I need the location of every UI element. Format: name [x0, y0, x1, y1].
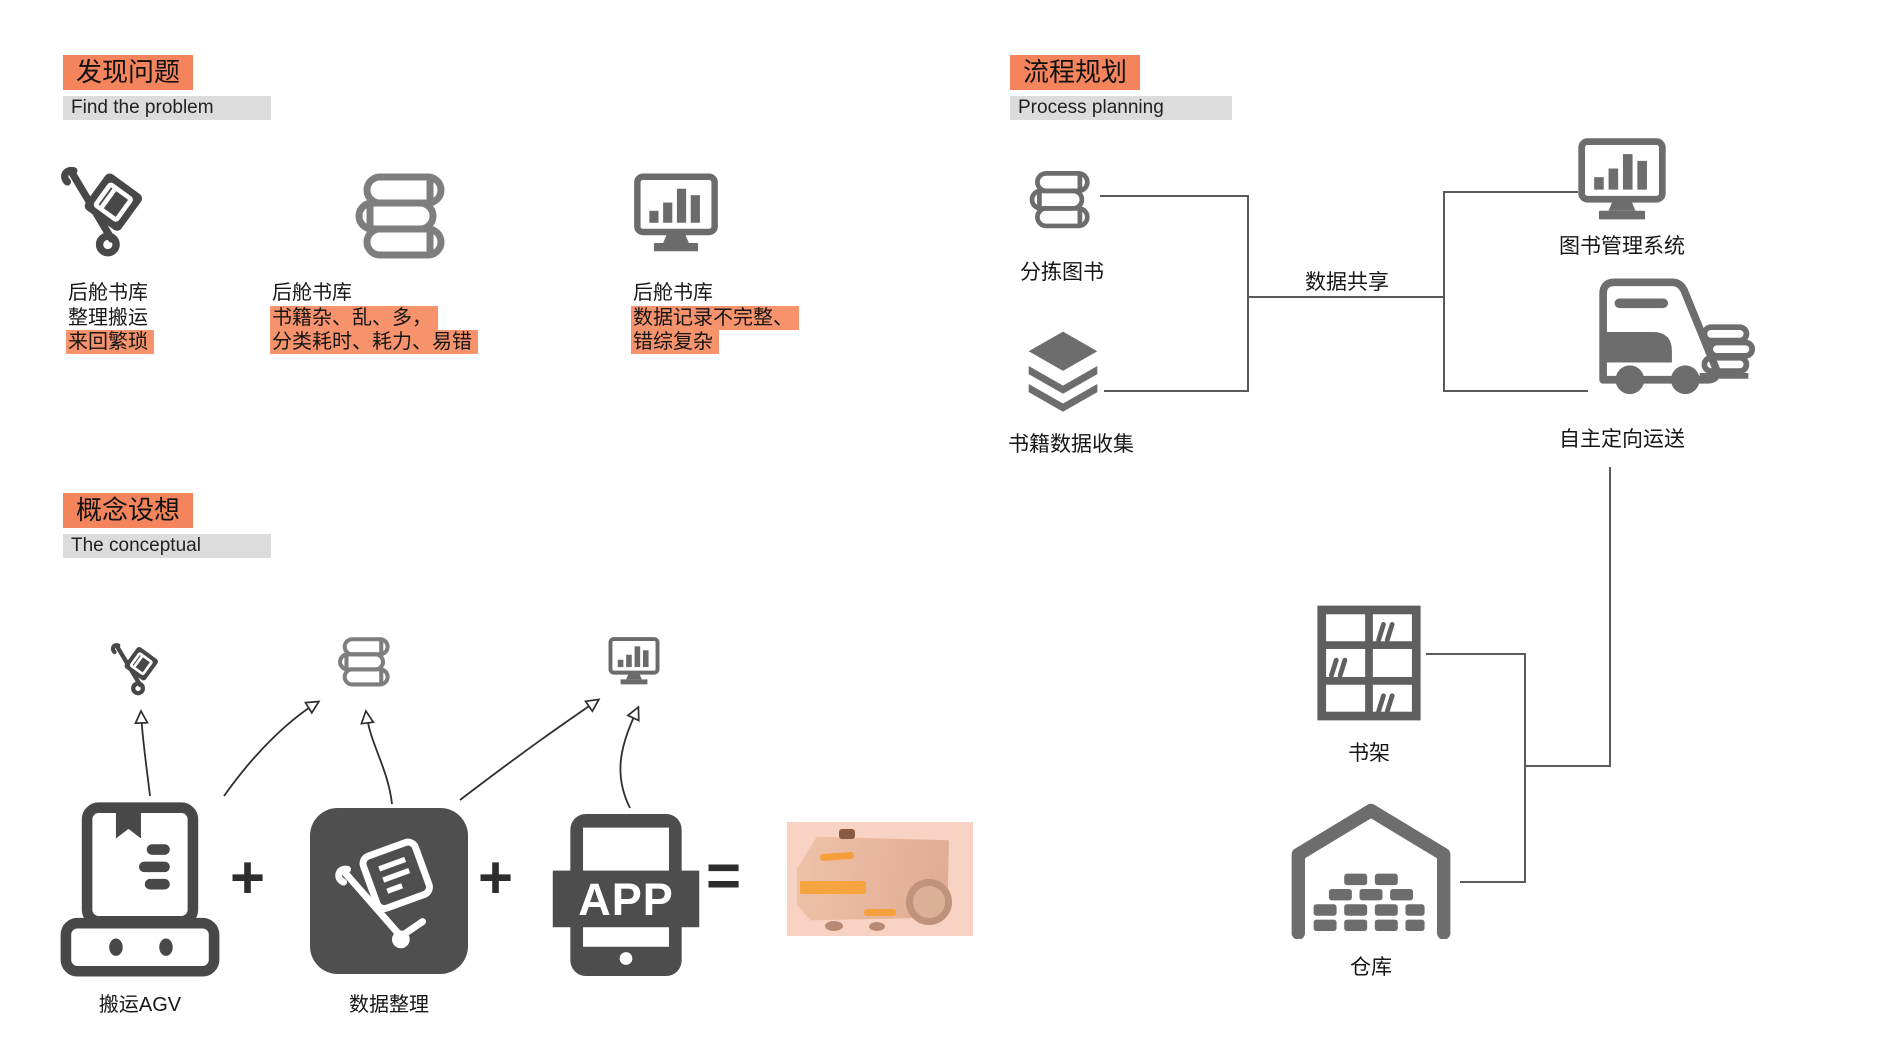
caption-line-highlighted: 分类耗时、耗力、易错	[270, 330, 478, 354]
robot-photo-wheel-small	[825, 921, 843, 931]
flow-line	[1524, 654, 1526, 883]
flow-line	[1443, 191, 1578, 193]
arrow-agv-to-books	[223, 700, 321, 797]
book-stack-small-icon	[336, 636, 394, 690]
arrow-agv-to-handtruck	[134, 709, 151, 797]
arrow-app-to-monitor	[619, 705, 640, 809]
caption-line-highlighted: 书籍杂、乱、多，	[270, 305, 438, 330]
caption-line: 后舱书库	[633, 282, 713, 304]
agv-label: 搬运AGV	[98, 994, 182, 1016]
flow-line	[1426, 653, 1526, 655]
library-system-monitor-icon	[1574, 136, 1670, 226]
flow-line	[1104, 390, 1249, 392]
caption-line: 整理搬运	[68, 306, 148, 329]
section-title-process: 流程规划	[1010, 55, 1141, 90]
data-sorting-label: 数据整理	[349, 994, 429, 1016]
section-subtitle-conceptual: The conceptual	[63, 534, 271, 558]
robot-photo-wheel-small	[869, 922, 885, 931]
problem-caption-3: 后舱书库 数据记录不完整、 错综复杂	[631, 281, 799, 355]
flow-line	[1247, 296, 1445, 298]
data-sorting-icon	[310, 808, 468, 974]
arrow-data-to-monitor	[459, 698, 601, 801]
book-sorting-icon	[1022, 170, 1100, 232]
plus-sign: +	[478, 844, 514, 911]
book-stack-icon	[352, 172, 452, 264]
agv-robot-icon	[58, 800, 222, 978]
hand-truck-small-icon	[110, 638, 164, 698]
label-warehouse: 仓库	[1350, 956, 1392, 979]
label-bookshelf: 书架	[1348, 742, 1390, 765]
section-title-conceptual: 概念设想	[63, 493, 194, 528]
problem-caption-2: 后舱书库 书籍杂、乱、多， 分类耗时、耗力、易错	[270, 281, 478, 355]
label-library-system: 图书管理系统	[1559, 235, 1685, 258]
problem-caption-1: 后舱书库 整理搬运 来回繁琐	[66, 281, 154, 355]
caption-line: 后舱书库	[68, 282, 148, 304]
transport-forklift-icon	[1584, 272, 1756, 412]
app-text: APP	[578, 874, 674, 925]
hand-truck-icon	[60, 158, 152, 261]
flow-line	[1247, 195, 1249, 392]
label-sort-books: 分拣图书	[1020, 261, 1104, 284]
flow-line	[1100, 195, 1249, 197]
label-auto-transport: 自主定向运送	[1559, 428, 1685, 451]
warehouse-icon	[1283, 793, 1459, 939]
section-subtitle-process: Process planning	[1010, 96, 1232, 120]
section-title-find-problem: 发现问题	[63, 55, 194, 90]
caption-line-highlighted: 数据记录不完整、	[631, 305, 799, 330]
flow-line	[1524, 765, 1611, 767]
flow-line	[1443, 390, 1588, 392]
robot-photo-wheel	[906, 879, 952, 925]
monitor-chart-icon	[630, 172, 722, 257]
caption-line-highlighted: 来回繁琐	[66, 330, 154, 354]
plus-sign: +	[230, 844, 266, 911]
robot-photo-stripe	[800, 881, 866, 894]
caption-line: 后舱书库	[272, 282, 352, 304]
equals-sign: =	[706, 842, 742, 909]
robot-photo-sensor	[839, 829, 855, 839]
robot-photo-stripe	[864, 909, 896, 916]
bookshelf-icon	[1315, 603, 1423, 723]
arrow-data-to-books	[360, 709, 393, 805]
caption-line-highlighted: 错综复杂	[631, 330, 719, 354]
section-subtitle-find-problem: Find the problem	[63, 96, 271, 120]
flow-line	[1460, 881, 1526, 883]
flow-line	[1443, 191, 1445, 392]
data-layers-icon	[1022, 330, 1104, 415]
label-data-collection: 书籍数据收集	[1008, 433, 1134, 456]
robot-photo	[787, 822, 973, 936]
monitor-chart-small-icon	[606, 636, 662, 688]
label-data-share: 数据共享	[1305, 271, 1389, 294]
flow-line	[1609, 467, 1611, 767]
